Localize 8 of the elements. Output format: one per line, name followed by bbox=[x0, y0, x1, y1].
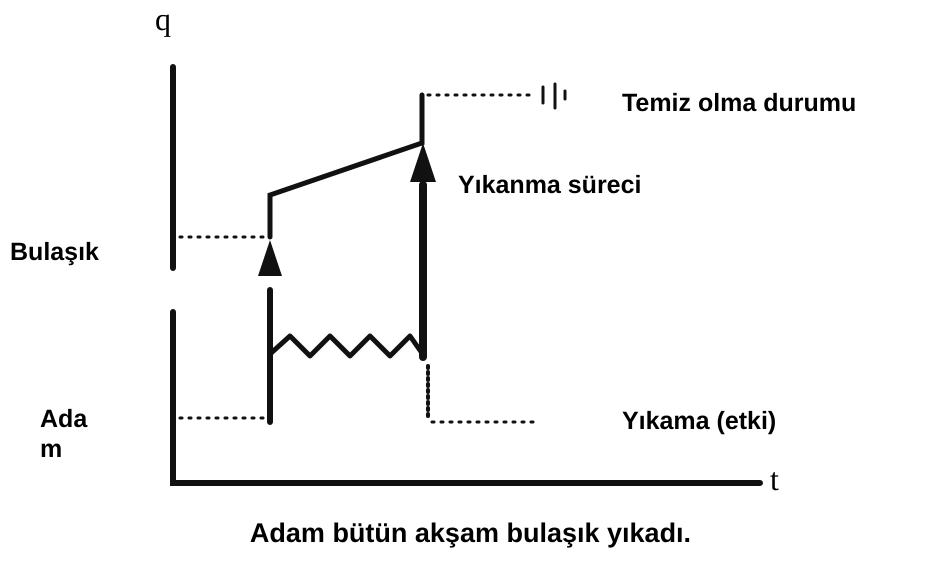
state-label: Ada m bbox=[40, 404, 88, 464]
state-label: Bulaşık bbox=[10, 237, 99, 267]
state-label: Yıkama (etki) bbox=[622, 406, 776, 436]
caption: Adam bütün akşam bulaşık yıkadı. bbox=[248, 518, 692, 549]
axis-label: t bbox=[770, 460, 779, 498]
axis-label: q bbox=[155, 0, 171, 38]
state-label: Temiz olma durumu bbox=[622, 88, 856, 118]
process-label: Yıkanma süreci bbox=[458, 170, 642, 200]
